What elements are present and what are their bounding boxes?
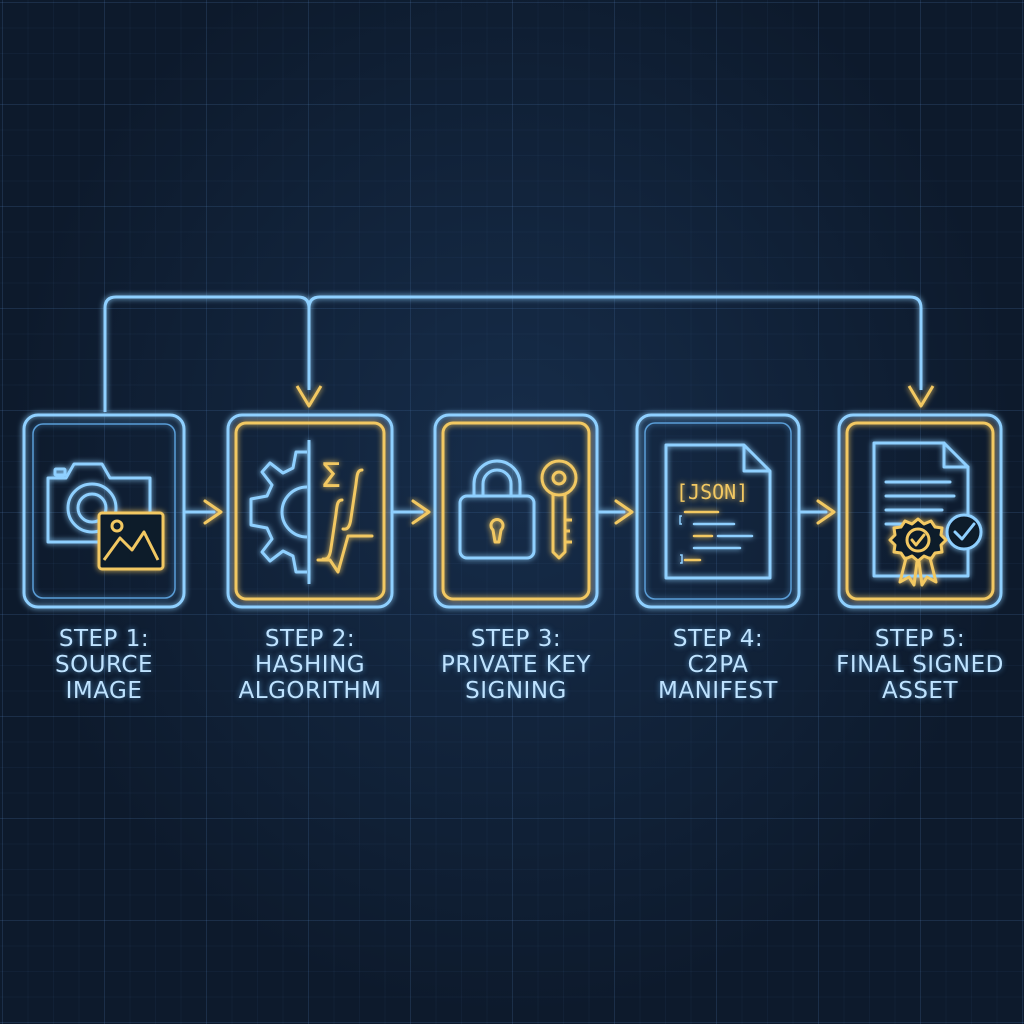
step-4-title-line1: C2PA — [687, 652, 749, 678]
step-2-label: STEP 2: HASHING ALGORITHM — [220, 626, 400, 704]
step-5-box — [837, 413, 1003, 609]
step-1-box-inner — [32, 423, 176, 599]
step-2-box — [226, 413, 394, 609]
feedback-connectors — [103, 295, 923, 412]
step-3-label: STEP 3: PRIVATE KEY SIGNING — [426, 626, 606, 704]
step-4-number: STEP 4: — [672, 626, 764, 652]
step-2-title-line1: HASHING — [254, 652, 366, 678]
step-1-label: STEP 1: SOURCE IMAGE — [14, 626, 194, 704]
camera-image-icon — [46, 462, 165, 571]
step-2-box-inner — [234, 421, 386, 601]
step-5-box-inner — [845, 421, 995, 601]
signed-certificate-icon — [872, 441, 983, 587]
step-1-box — [22, 413, 186, 609]
step-4-box-inner — [644, 422, 792, 600]
step-3-box-inner — [441, 421, 591, 601]
step-4-label: STEP 4: C2PA MANIFEST — [628, 626, 808, 704]
step-3-title-line1: PRIVATE KEY — [441, 652, 591, 678]
step-4-title-line2: MANIFEST — [658, 678, 778, 704]
connector-step2-to-step5 — [307, 295, 923, 390]
step-5-title-line1: FINAL SIGNED — [836, 652, 1004, 678]
json-tag: [JSON] — [676, 480, 748, 504]
arrowhead-into-step5 — [907, 385, 935, 408]
step-3-title-line2: SIGNING — [465, 678, 567, 704]
lock-key-icon — [458, 459, 578, 560]
arrow-step1-to-step2 — [184, 499, 223, 525]
step-2-title-line2: ALGORITHM — [238, 678, 382, 704]
gear-formula-icon: Σ — [249, 440, 374, 584]
arrowhead-into-step2 — [295, 385, 323, 408]
step-1-title-line1: SOURCE — [55, 652, 153, 678]
connector-step1-to-step2 — [103, 295, 311, 412]
arrow-step3-to-step4 — [597, 499, 634, 525]
step-2-number: STEP 2: — [264, 626, 356, 652]
step-3-box — [433, 413, 599, 609]
arrow-step4-to-step5 — [799, 499, 836, 525]
sigma-symbol: Σ — [320, 456, 341, 496]
step-1-title-line2: IMAGE — [65, 678, 143, 704]
step-3-number: STEP 3: — [470, 626, 562, 652]
step-5-number: STEP 5: — [874, 626, 966, 652]
step-5-label: STEP 5: FINAL SIGNED ASSET — [830, 626, 1010, 704]
arrow-step2-to-step3 — [392, 499, 431, 525]
step-1-number: STEP 1: — [58, 626, 150, 652]
step-4-box — [635, 413, 801, 609]
step-5-title-line2: ASSET — [881, 678, 958, 704]
json-document-icon: [JSON] — [664, 443, 772, 580]
